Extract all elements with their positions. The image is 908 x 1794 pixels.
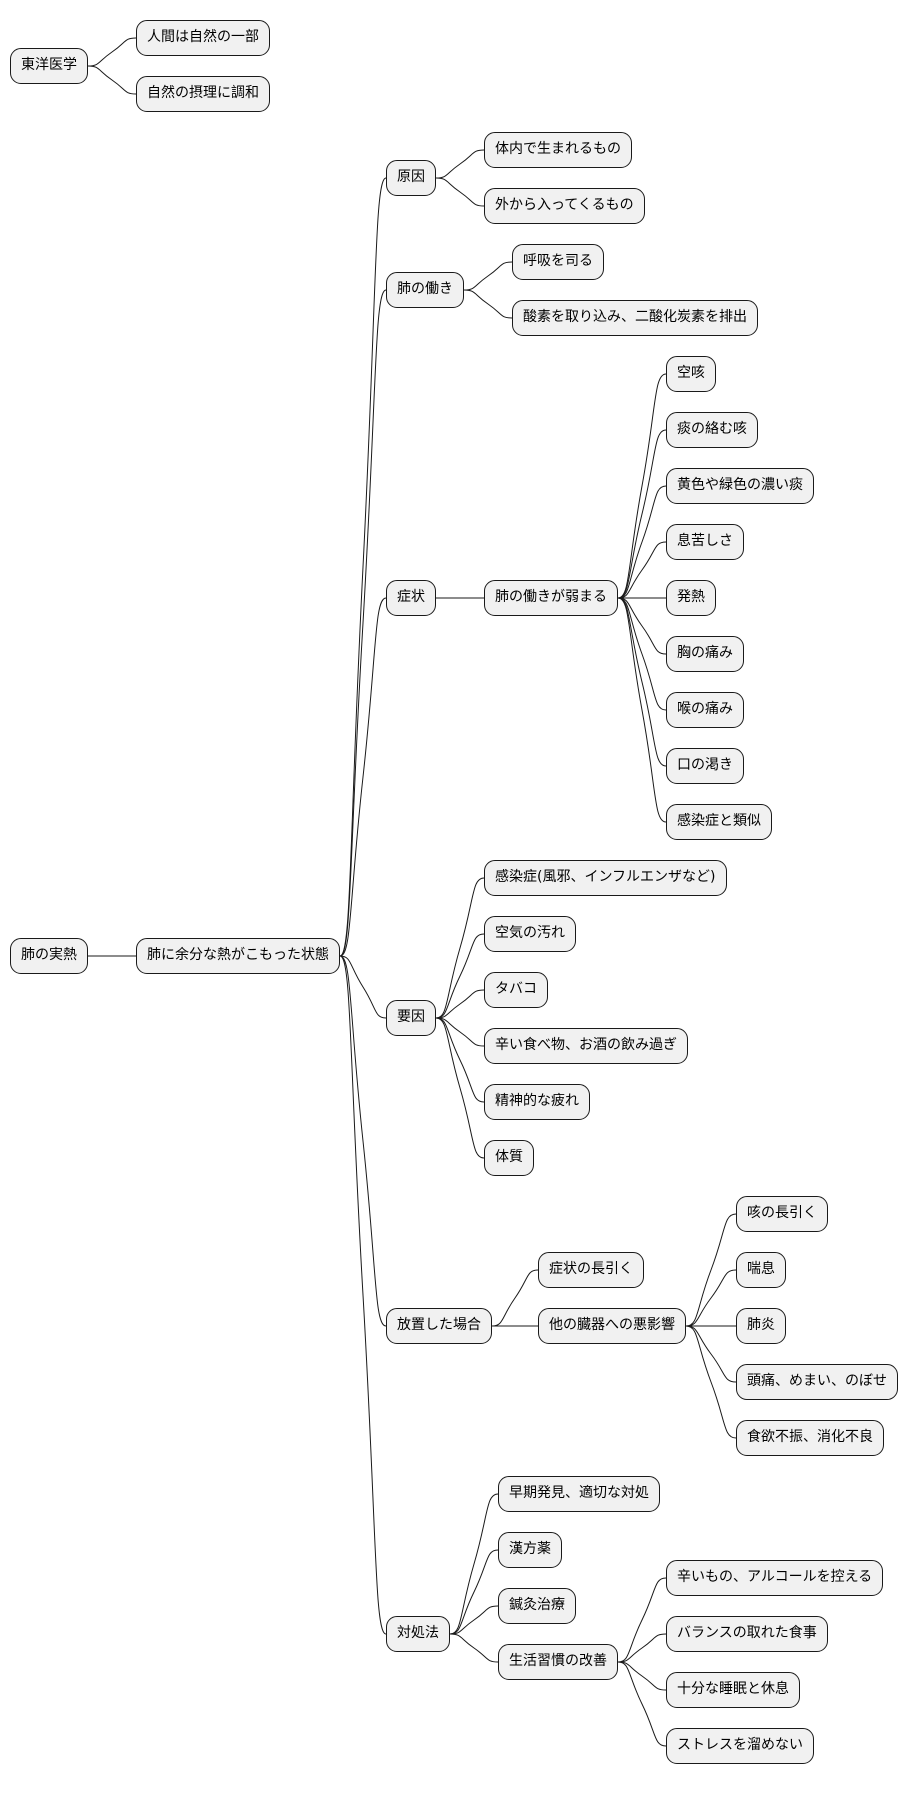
node-cause-internal: 体内で生まれるもの xyxy=(484,132,632,168)
connector-line xyxy=(449,1605,499,1635)
connector-line xyxy=(491,1269,539,1327)
node-remedy-item: 鍼灸治療 xyxy=(498,1588,576,1624)
node-organ-effect-item: 咳の長引く xyxy=(736,1196,828,1232)
connector-line xyxy=(685,1325,737,1439)
connector-line xyxy=(617,1577,667,1663)
node-factor-item: タバコ xyxy=(484,972,548,1008)
connector-line xyxy=(685,1325,737,1383)
connector-line xyxy=(435,933,485,1019)
connector-line xyxy=(617,429,667,599)
node-human-part-of-nature: 人間は自然の一部 xyxy=(136,20,270,56)
node-factor-item: 感染症(風邪、インフルエンザなど) xyxy=(484,860,727,896)
connector-line xyxy=(87,37,137,67)
connector-line xyxy=(617,1661,667,1691)
connector-line xyxy=(617,1661,667,1747)
node-remedy-item: 早期発見、適切な対処 xyxy=(498,1476,660,1512)
connector-line xyxy=(463,289,513,319)
connector-line xyxy=(435,1017,485,1103)
node-lifestyle-item: バランスの取れた食事 xyxy=(666,1616,828,1652)
connector-line xyxy=(617,373,667,599)
node-factor-item: 空気の汚れ xyxy=(484,916,576,952)
node-symptom-item: 息苦しさ xyxy=(666,524,744,560)
node-east-medicine: 東洋医学 xyxy=(10,48,88,84)
connector-line xyxy=(339,177,387,957)
node-factors: 要因 xyxy=(386,1000,436,1036)
connector-line xyxy=(449,1549,499,1635)
connector-line xyxy=(617,541,667,599)
connector-line xyxy=(617,1633,667,1663)
connector-line xyxy=(339,597,387,957)
node-remedy-item: 漢方薬 xyxy=(498,1532,562,1568)
connector-line xyxy=(435,877,485,1019)
connector-line xyxy=(617,597,667,823)
node-lung-heat-state: 肺に余分な熱がこもった状態 xyxy=(136,938,340,974)
node-symptom-item: 胸の痛み xyxy=(666,636,744,672)
connector-line xyxy=(617,597,667,711)
node-organ-effect-item: 頭痛、めまい、のぼせ xyxy=(736,1364,898,1400)
node-lifestyle-improvement: 生活習慣の改善 xyxy=(498,1644,618,1680)
node-cause-external: 外から入ってくるもの xyxy=(484,188,645,224)
node-remedies: 対処法 xyxy=(386,1616,450,1652)
node-symptom-item: 喉の痛み xyxy=(666,692,744,728)
connector-line xyxy=(617,485,667,599)
connector-line xyxy=(339,955,387,1327)
node-factor-item: 辛い食べ物、お酒の飲み過ぎ xyxy=(484,1028,688,1064)
connector-line xyxy=(463,261,513,291)
connector-line xyxy=(87,65,137,95)
connector-line xyxy=(339,955,387,1019)
connector-line xyxy=(435,177,485,207)
node-symptom-item: 口の渇き xyxy=(666,748,744,784)
node-function-breathing: 呼吸を司る xyxy=(512,244,604,280)
node-harmony-with-nature: 自然の摂理に調和 xyxy=(136,76,270,112)
connector-line xyxy=(449,1493,499,1635)
node-organ-effect-item: 肺炎 xyxy=(736,1308,786,1344)
node-if-neglected: 放置した場合 xyxy=(386,1308,492,1344)
connector-line xyxy=(339,289,387,957)
node-organ-effect-item: 食欲不振、消化不良 xyxy=(736,1420,884,1456)
node-cause: 原因 xyxy=(386,160,436,196)
node-lung-function: 肺の働き xyxy=(386,272,464,308)
connector-line xyxy=(617,597,667,767)
node-other-organs: 他の臓器への悪影響 xyxy=(538,1308,686,1344)
connector-line xyxy=(435,1017,485,1047)
connector-line xyxy=(449,1633,499,1663)
node-factor-item: 体質 xyxy=(484,1140,534,1176)
node-symptom-item: 痰の絡む咳 xyxy=(666,412,758,448)
node-symptoms: 症状 xyxy=(386,580,436,616)
node-lung-weakened: 肺の働きが弱まる xyxy=(484,580,618,616)
node-lifestyle-item: 辛いもの、アルコールを控える xyxy=(666,1560,884,1596)
node-symptom-item: 空咳 xyxy=(666,356,716,392)
node-function-gas-exchange: 酸素を取り込み、二酸化炭素を排出 xyxy=(512,300,758,336)
node-prolonged-symptoms: 症状の長引く xyxy=(538,1252,644,1288)
node-symptom-item: 黄色や緑色の濃い痰 xyxy=(666,468,814,504)
connector-line xyxy=(685,1269,737,1327)
node-lifestyle-item: ストレスを溜めない xyxy=(666,1728,814,1764)
connector-line xyxy=(435,1017,485,1159)
node-lifestyle-item: 十分な睡眠と休息 xyxy=(666,1672,800,1708)
connector-line xyxy=(435,989,485,1019)
connector-line xyxy=(617,597,667,655)
node-factor-item: 精神的な疲れ xyxy=(484,1084,590,1120)
node-symptom-item: 発熱 xyxy=(666,580,716,616)
connector-line xyxy=(339,955,387,1635)
node-lung-excess-heat: 肺の実熱 xyxy=(10,938,88,974)
connector-line xyxy=(435,149,485,179)
connector-line xyxy=(685,1213,737,1327)
node-symptom-item: 感染症と類似 xyxy=(666,804,772,840)
node-organ-effect-item: 喘息 xyxy=(736,1252,786,1288)
